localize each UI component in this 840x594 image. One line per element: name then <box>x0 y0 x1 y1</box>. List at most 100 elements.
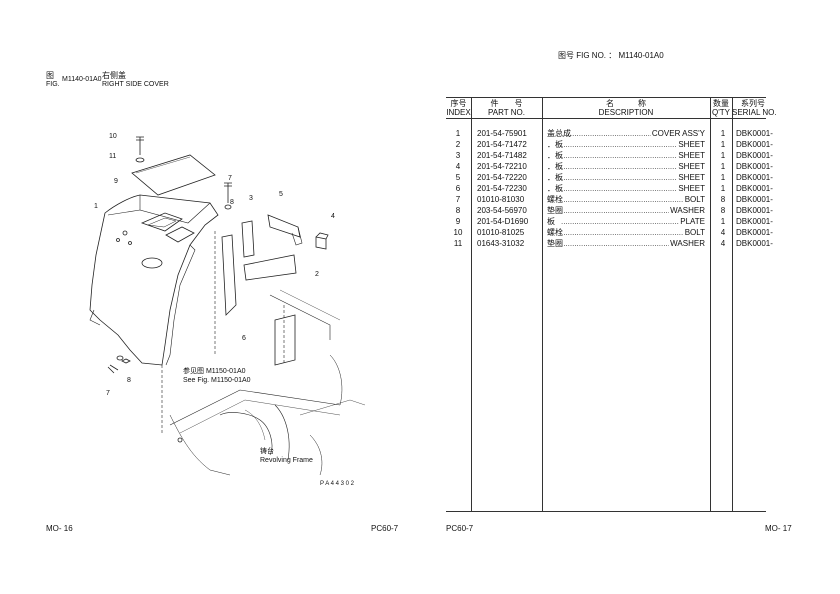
parts-illustration <box>89 136 366 476</box>
row-desc-en: SHEET <box>677 172 705 183</box>
col-divider-3 <box>710 97 711 512</box>
table-row: 2 201-54-71472 ．板SHEET 1 DBK0001- <box>446 139 773 150</box>
sheet-5 <box>267 214 301 238</box>
header-desc-cn: 名 称 <box>606 99 646 108</box>
row-index: 2 <box>455 140 461 149</box>
row-part-no: 01643-31032 <box>477 239 525 248</box>
row-serial: DBK0001- <box>736 129 773 138</box>
row-description: 板 PLATE <box>547 216 705 227</box>
row-part-no: 01010-81025 <box>477 228 525 237</box>
row-qty: 1 <box>720 140 726 149</box>
callout-10: 10 <box>109 133 117 140</box>
col-divider-2 <box>542 97 543 512</box>
fig-separator: ： <box>608 51 617 60</box>
washer-8-upper-icon <box>224 204 232 210</box>
callout-3: 3 <box>249 195 253 202</box>
row-desc-cn: ．板 <box>547 173 563 182</box>
callout-9: 9 <box>114 178 118 185</box>
callout-4: 4 <box>331 213 335 220</box>
table-row: 11 01643-31032 垫圈WASHER 4 DBK0001- <box>446 238 773 249</box>
row-desc-en: PLATE <box>679 216 705 227</box>
table-row: 4 201-54-72210 ．板SHEET 1 DBK0001- <box>446 161 773 172</box>
row-description: 盖总成 COVER ASS'Y <box>547 128 705 139</box>
exploded-parts-drawing: 1 2 3 4 5 6 7 8 9 10 11 7 8 参见图 M1150-01… <box>70 115 370 495</box>
table-row: 3 201-54-71482 ．板SHEET 1 DBK0001- <box>446 150 773 161</box>
row-index: 8 <box>455 206 461 215</box>
row-serial: DBK0001- <box>736 140 773 149</box>
row-desc-en: SHEET <box>677 139 705 150</box>
row-part-no: 201-54-D1690 <box>477 217 529 226</box>
fig-label-en: FIG NO. <box>576 51 607 60</box>
header-part-cn: 件 号 <box>490 99 523 108</box>
row-serial: DBK0001- <box>736 239 773 248</box>
drawing-code: P A 4 4 3 0 2 <box>320 481 354 487</box>
col-divider-4 <box>732 97 733 512</box>
callout-11: 11 <box>109 153 117 160</box>
bracket-lower <box>274 314 296 366</box>
row-desc-en: WASHER <box>669 205 705 216</box>
row-part-no: 201-54-71472 <box>477 140 527 149</box>
frame-label-cn: 铸台 <box>260 448 274 455</box>
table-row: 1 201-54-75901 盖总成COVER ASS'Y 1 DBK0001- <box>446 128 773 139</box>
table-row: 7 01010-81030 螺栓BOLT 8 DBK0001- <box>446 194 773 205</box>
right-model-name: PC60-7 <box>446 524 474 533</box>
header-qty-en: Q'TY <box>712 108 730 117</box>
fig-label-cn: 图 <box>46 71 54 80</box>
callout-5: 5 <box>279 191 283 198</box>
row-serial: DBK0001- <box>736 206 773 215</box>
row-qty: 4 <box>720 228 726 237</box>
fig-title-en: RIGHT SIDE COVER <box>102 81 169 88</box>
row-description: 螺栓BOLT <box>547 194 705 205</box>
table-row: 10 01010-81025 螺栓BOLT 4 DBK0001- <box>446 227 773 238</box>
row-desc-cn: 垫圈 <box>547 239 563 248</box>
row-serial: DBK0001- <box>736 228 773 237</box>
header-desc-en: DESCRIPTION <box>598 108 654 117</box>
sheet-3 <box>241 220 255 258</box>
washer-11-icon <box>135 157 145 163</box>
row-part-no: 203-54-56970 <box>477 206 527 215</box>
see-fig-note-cn: 参见图 M1150-01A0 <box>183 368 246 375</box>
sheet-2 <box>243 254 297 281</box>
row-desc-en: COVER ASS'Y <box>650 128 705 139</box>
row-index: 10 <box>453 228 463 237</box>
row-desc-en: BOLT <box>683 194 705 205</box>
left-model-name: PC60-7 <box>371 524 399 533</box>
row-desc-cn: ．板 <box>547 151 563 160</box>
left-page-number: MO- 16 <box>46 524 73 533</box>
row-description: 垫圈WASHER <box>547 238 705 249</box>
row-serial: DBK0001- <box>736 217 773 226</box>
row-qty: 1 <box>720 162 726 171</box>
row-index: 3 <box>455 151 461 160</box>
table-bottom-border <box>446 511 766 512</box>
fig-label-cn: 图号 <box>558 51 574 60</box>
callout-6: 6 <box>242 335 246 342</box>
row-serial: DBK0001- <box>736 173 773 182</box>
header-index-en: INDEX <box>446 108 471 117</box>
table-header-border <box>446 118 766 119</box>
row-desc-cn: 螺栓 <box>547 228 563 237</box>
callout-8-upper: 8 <box>230 199 234 206</box>
header-part-en: PART NO. <box>488 108 525 117</box>
row-desc-cn: 垫圈 <box>547 206 563 215</box>
bolt-7-lower-icon <box>107 364 119 374</box>
row-description: 垫圈 WASHER <box>547 205 705 216</box>
table-row: 6 201-54-72230 ．板SHEET 1 DBK0001- <box>446 183 773 194</box>
frame-label-en: Revolving Frame <box>260 457 313 464</box>
row-index: 5 <box>455 173 461 182</box>
row-qty: 1 <box>720 129 726 138</box>
row-qty: 1 <box>720 151 726 160</box>
washer-8-lower-icon <box>116 355 124 361</box>
table-row: 5 201-54-72220 ．板SHEET 1 DBK0001- <box>446 172 773 183</box>
table-row: 8 203-54-56970 垫圈WASHER 8 DBK0001- <box>446 205 773 216</box>
row-qty: 1 <box>720 217 726 226</box>
row-description: ．板SHEET <box>547 139 705 150</box>
row-desc-en: SHEET <box>677 161 705 172</box>
row-desc-cn: 盖总成 <box>547 129 571 138</box>
row-serial: DBK0001- <box>736 195 773 204</box>
fig-number: M1140-01A0 <box>62 76 102 83</box>
row-qty: 4 <box>720 239 726 248</box>
table-row: 9 201-54-D1690 板PLATE 1 DBK0001- <box>446 216 773 227</box>
bolt-10-icon <box>136 136 144 155</box>
row-description: ．板SHEET <box>547 150 705 161</box>
row-desc-cn: 板 <box>547 217 555 226</box>
